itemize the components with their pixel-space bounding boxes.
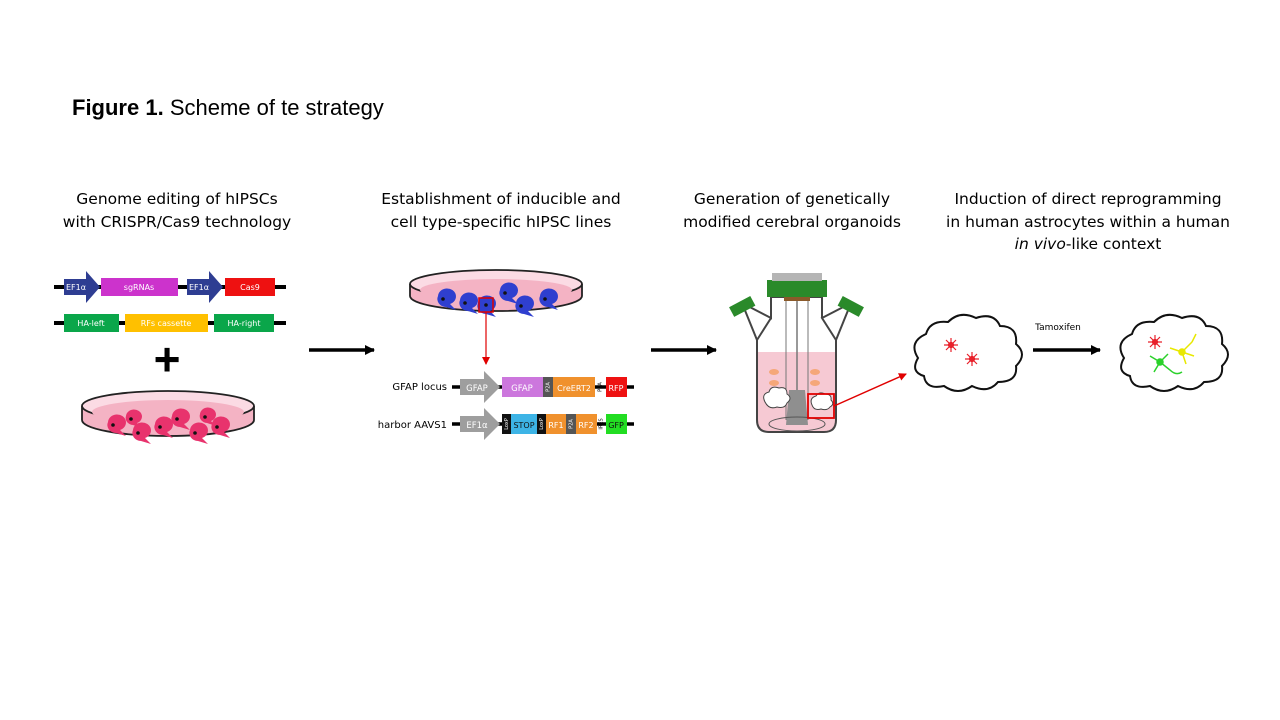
rf2-label: RF2 (578, 421, 593, 430)
step-1-title: Genome editing of hIPSCs with CRISPR/Cas… (55, 188, 299, 233)
flask-top-cap (767, 280, 827, 297)
ha-left-box (64, 314, 119, 332)
pink-cell (132, 422, 151, 444)
red-astrocyte (944, 338, 958, 352)
rfp-label: RFP (609, 384, 624, 393)
yellow-neuron (1169, 333, 1197, 365)
plus-sign: + (154, 333, 181, 385)
flask-side-cap-right (837, 295, 864, 317)
blue-cell (515, 295, 534, 317)
gfap-promoter-arrow (460, 371, 500, 403)
loxp-label-2: LoxP (539, 418, 545, 430)
ef1a-promoter-arrow-1 (64, 271, 100, 303)
tamoxifen-label: Tamoxifen (1034, 323, 1081, 333)
step-4-line-3: in vivo-like context (940, 233, 1236, 256)
pink-cell (199, 407, 216, 426)
gfap-gene-box (502, 377, 543, 397)
loxp-box-1 (502, 414, 511, 434)
step-1-line-1: Genome editing of hIPSCs (76, 190, 278, 208)
step-2-title: Establishment of inducible and cell type… (370, 188, 632, 233)
sgrnas-box (101, 278, 178, 296)
loxp-box-2 (537, 414, 546, 434)
rfp-box (606, 377, 627, 397)
step-4-line-1: Induction of direct reprogramming (954, 190, 1222, 208)
flask-side-cap-left (729, 295, 756, 317)
gfp-label: GFP (608, 421, 624, 430)
sgrnas-label: sgRNAs (124, 283, 154, 292)
rf1-box (546, 414, 566, 434)
petri-dish-blue (409, 269, 583, 317)
figure-label: Figure 1. (72, 95, 164, 120)
spinner-flask (729, 273, 864, 433)
pink-cell (189, 422, 208, 444)
ef1a-promoter-arrow-3 (460, 408, 500, 440)
stop-box (511, 414, 537, 434)
ha-left-label: HA-left (77, 319, 104, 328)
cas9-box (225, 278, 275, 296)
gfp-box (606, 414, 627, 434)
pink-cell (107, 414, 126, 436)
step-3-line-1: Generation of genetically (693, 190, 891, 208)
pink-cell (154, 416, 173, 438)
step-2-line-2: cell type-specific hIPSC lines (390, 212, 612, 231)
ef1a-label-2: EF1α (189, 283, 209, 292)
step-2-line-1: Establishment of inducible and (381, 190, 621, 208)
petri-dish-pink (81, 390, 255, 444)
stop-label: STOP (513, 421, 534, 430)
aavs1-locus-label: harbor AAVS1 (378, 420, 447, 431)
aavs1-construct: harbor AAVS1 EF1α LoxP STOP LoxP RF1 P2A… (378, 408, 634, 440)
ha-right-label: HA-right (228, 319, 261, 328)
step-4-line-3-rest: -like context (1065, 235, 1162, 253)
pink-cell (171, 408, 190, 430)
donor-construct: HA-left RFs cassette HA-right (54, 314, 286, 332)
p2a-label-2: P2A (598, 382, 604, 392)
loxp-label-1: LoxP (504, 418, 510, 430)
blue-cell (437, 288, 456, 310)
organoid-after (1119, 313, 1229, 392)
pink-cell (211, 416, 230, 438)
crispr-construct: EF1α sgRNAs EF1α Cas9 (54, 271, 286, 303)
step-4-line-2: in human astrocytes within a human (946, 212, 1230, 231)
pink-cell (125, 409, 142, 428)
ef1a-promoter-arrow-2 (187, 271, 223, 303)
cas9-label: Cas9 (240, 283, 260, 292)
p2a-label: P2A (546, 382, 552, 392)
gfap-gene-label: GFAP (511, 384, 533, 394)
green-neuron (1149, 353, 1183, 375)
step-4-title: Induction of direct reprogramming in hum… (940, 188, 1236, 256)
rfs-cassette-label: RFs cassette (141, 319, 192, 328)
gfap-locus-construct: GFAP locus GFAP GFAP P2A CreERT2 P2A RFP (392, 371, 634, 403)
step-1-line-2: with CRISPR/Cas9 technology (62, 212, 292, 231)
blue-cell (539, 288, 558, 310)
gfap-locus-label: GFAP locus (392, 382, 447, 393)
aavs1-promoter-label: EF1α (466, 421, 488, 431)
organoid-in-flask (810, 392, 834, 411)
organoid-in-flask (763, 386, 791, 409)
aavs1-p2a-label: P2A (569, 419, 575, 429)
organoid-zoom-arrow (833, 373, 907, 407)
p2a-box (543, 377, 553, 397)
ef1a-label-1: EF1α (66, 283, 86, 292)
step-4-line-3-italic: in vivo (1014, 235, 1066, 253)
gfap-promoter-label: GFAP (466, 384, 488, 394)
ires-label: IRES (599, 418, 605, 429)
p2a-box-2 (566, 414, 576, 434)
figure-caption: Scheme of te strategy (169, 95, 384, 120)
red-astrocyte (1148, 335, 1162, 349)
rf1-label: RF1 (548, 421, 563, 430)
organoid-before (913, 313, 1023, 392)
creert2-label: CreERT2 (557, 384, 591, 393)
step-3-line-2: modified cerebral organoids (683, 212, 901, 231)
figure-title: Figure 1. Scheme of te strategy (72, 95, 384, 121)
blue-cell (499, 282, 518, 304)
blue-cell (459, 292, 478, 314)
rfs-cassette-box (125, 314, 208, 332)
red-astrocyte (965, 352, 979, 366)
ha-right-box (214, 314, 274, 332)
step-3-title: Generation of genetically modified cereb… (675, 188, 909, 233)
rf2-box (576, 414, 597, 434)
creert2-box (553, 377, 595, 397)
